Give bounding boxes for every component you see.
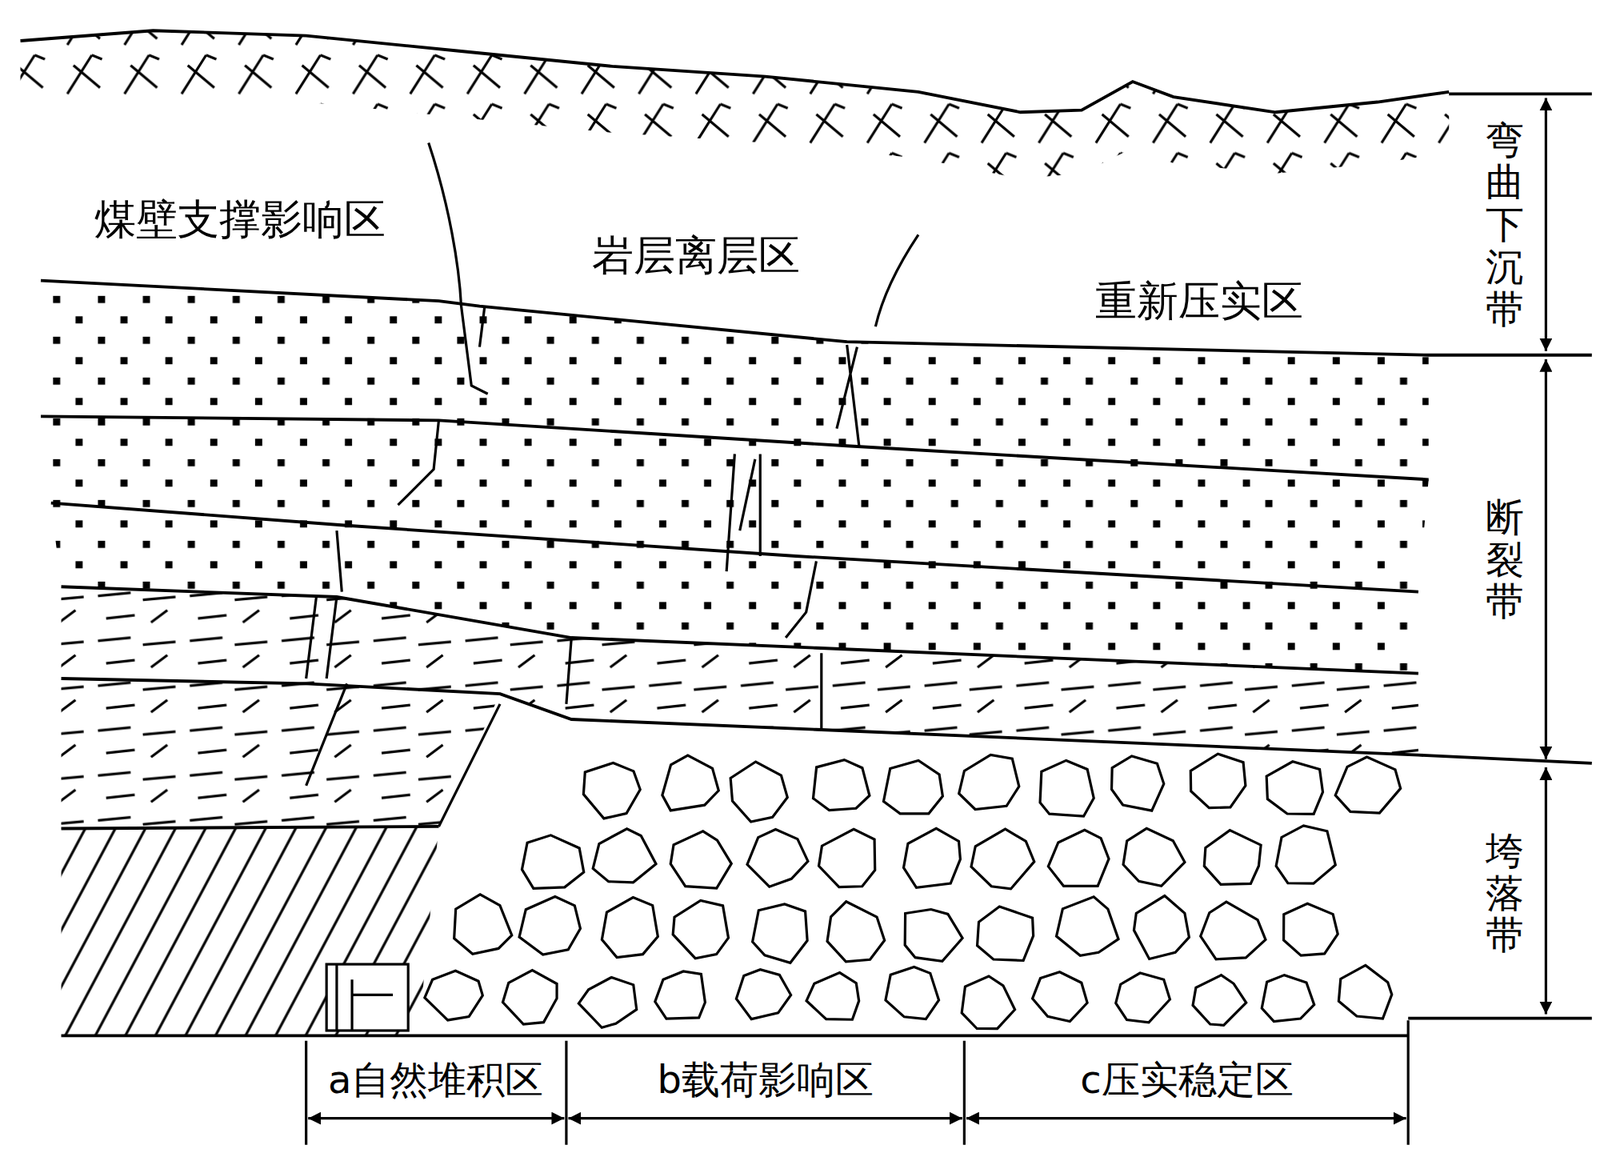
drawing-part: [966, 1116, 1407, 1120]
drawing-part: [1544, 359, 1548, 760]
rock-block: [961, 976, 1015, 1029]
rock-block: [903, 828, 960, 888]
zone-dimension-arrows: [306, 97, 1547, 1144]
drawing-part: [726, 453, 760, 572]
rock-block: [1112, 756, 1164, 811]
rock-block: [1335, 756, 1400, 813]
rock-block: [747, 828, 808, 887]
rock-block: [502, 970, 557, 1024]
rock-block: [424, 970, 483, 1020]
rock-block: [904, 909, 963, 962]
drawing-part: [479, 306, 484, 348]
rock-block: [1284, 903, 1339, 956]
rock-block: [752, 904, 808, 963]
rock-block: [883, 760, 943, 813]
rock-block: [1056, 896, 1120, 956]
drawing-part: [1544, 97, 1548, 351]
rock-block: [1040, 760, 1094, 816]
drawing-part: [61, 678, 500, 828]
drawing-part: [306, 1020, 1409, 1145]
region-label: 煤壁支撑影响区: [94, 194, 386, 244]
drawing-part: [1408, 1016, 1592, 1020]
rock-block: [655, 971, 706, 1019]
drawing-part: [875, 234, 919, 327]
drawing-part: [785, 560, 816, 638]
drawing-part: [61, 826, 440, 829]
hydraulic-support: [326, 964, 408, 1031]
rock-block: [806, 972, 860, 1020]
rock-block: [1133, 896, 1189, 960]
drawing-part: [566, 637, 822, 730]
rock-block: [1048, 829, 1109, 886]
region-label: 重新压实区: [1095, 276, 1304, 326]
rock-block: [601, 897, 658, 958]
rock-block: [1261, 975, 1314, 1022]
drawing-part: [326, 964, 408, 1031]
rock-block: [1192, 975, 1247, 1026]
rock-block: [885, 967, 940, 1020]
belt-label: 垮落带: [1485, 829, 1524, 956]
drawing-part: [306, 530, 343, 679]
rock-block: [578, 976, 636, 1028]
drawing-part: [308, 1116, 564, 1120]
zone-label: b载荷影响区: [656, 1056, 873, 1104]
rock-block: [1266, 761, 1323, 815]
rock-block: [812, 760, 869, 811]
rock-block: [827, 901, 885, 962]
rock-block: [959, 754, 1020, 809]
drawing-part: [61, 826, 440, 1036]
rock-block: [1200, 901, 1266, 960]
rock-block: [672, 900, 728, 958]
soil-layer: [20, 30, 1450, 179]
rock-block: [454, 894, 512, 954]
drawing-part: [61, 678, 1592, 764]
belt-label: 弯曲下沉带: [1485, 119, 1524, 331]
drawing-part: [61, 1033, 1409, 1037]
drawing-part: [836, 344, 860, 448]
rock-block: [583, 762, 640, 818]
drawing-part: [20, 30, 1450, 179]
drawing-part: [51, 503, 1419, 592]
caving-rocks: [424, 753, 1401, 1028]
rock-block: [977, 906, 1034, 961]
drawing-part: [1544, 767, 1548, 1015]
drawing-part: [306, 683, 500, 827]
rock-block: [736, 969, 791, 1020]
belt-label: 断裂带: [1485, 496, 1524, 623]
rock-block: [1190, 753, 1246, 808]
rock-block: [592, 828, 656, 883]
drawing-part: [61, 586, 1419, 673]
zone-label: c压实稳定区: [1080, 1056, 1293, 1104]
drawing-part: [397, 420, 439, 505]
drawing-part: [568, 1116, 962, 1120]
drawing-part: [1448, 92, 1592, 96]
drawing-part: [40, 280, 1592, 356]
rock-block: [1276, 825, 1336, 884]
drawing-part: [428, 143, 488, 395]
drawing-part: [336, 964, 393, 1031]
rock-block: [1204, 830, 1261, 885]
rock-block: [519, 896, 580, 955]
rock-block: [1123, 828, 1185, 886]
rock-block: [662, 755, 719, 811]
strata-boundaries: [40, 93, 1592, 1036]
rock-strata: [40, 280, 1429, 1036]
rock-block: [1338, 964, 1392, 1019]
fracture-lines: [306, 143, 919, 827]
rock-block: [1032, 972, 1088, 1022]
rock-block: [730, 761, 788, 822]
rock-block: [971, 828, 1035, 889]
rock-block: [1116, 972, 1171, 1023]
region-label: 岩层离层区: [592, 230, 800, 280]
rock-block: [670, 831, 732, 888]
rock-block: [819, 828, 876, 887]
drawing-part: [20, 30, 1450, 112]
rock-block: [521, 835, 584, 889]
zone-label: a自然堆积区: [328, 1056, 544, 1104]
